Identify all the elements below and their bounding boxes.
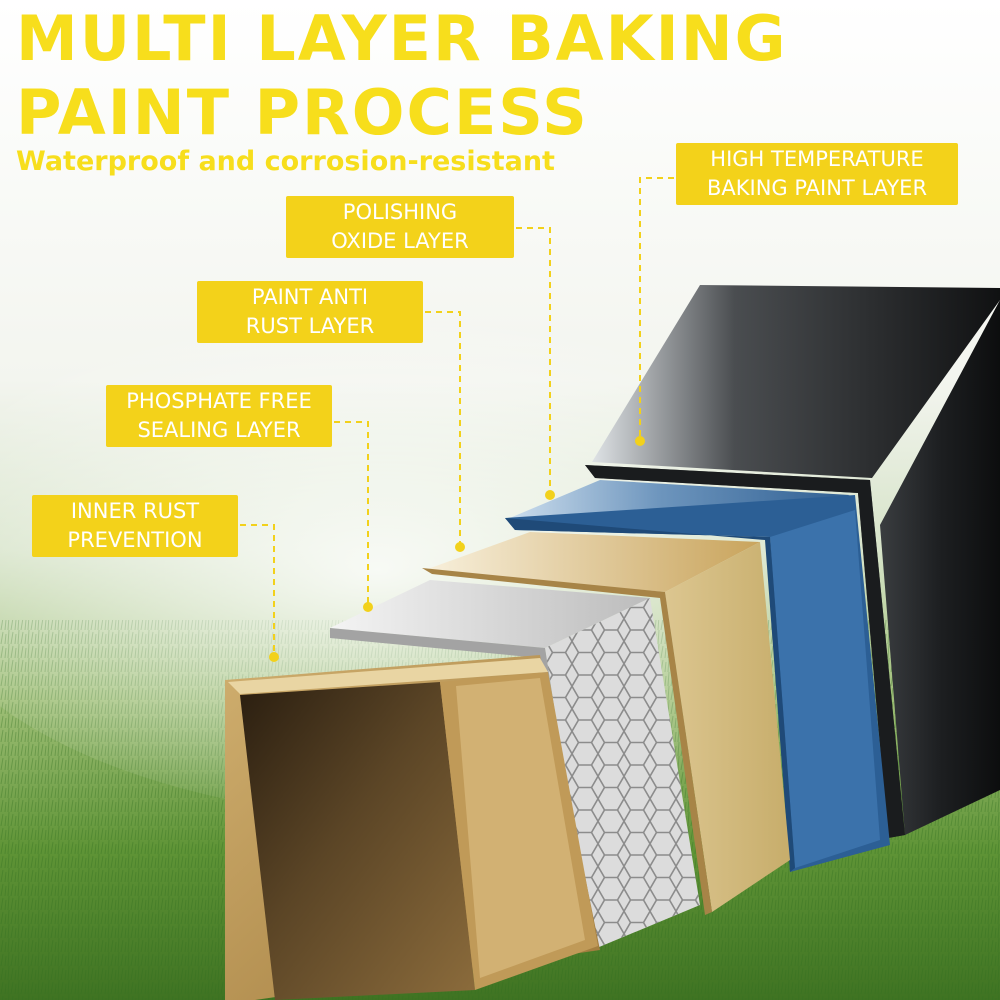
layer-honeycomb-sealing — [330, 580, 700, 952]
callout-line: PAINT ANTI — [251, 285, 369, 309]
callout-line: INNER RUST — [70, 499, 200, 523]
headline-line-1: MULTI LAYER BAKING — [16, 2, 788, 75]
leader-lines — [240, 177, 674, 656]
callout-line: SEALING LAYER — [137, 418, 301, 442]
subtitle: Waterproof and corrosion-resistant — [16, 146, 555, 177]
anchor-dot — [269, 652, 279, 662]
layer-black-paint — [585, 285, 1000, 838]
anchor-dot — [635, 436, 645, 446]
layer-bronze-inner — [225, 655, 600, 1000]
anchor-dot — [455, 542, 465, 552]
leader-anchors — [269, 436, 645, 662]
anchor-dot — [545, 490, 555, 500]
layer-blue-oxide — [505, 480, 890, 872]
layer-gold-paint — [422, 532, 790, 915]
callout-line: BAKING PAINT LAYER — [706, 176, 928, 200]
dashed-leader-line — [240, 524, 275, 656]
dashed-leader-line — [334, 421, 369, 606]
callout-line: PHOSPHATE FREE — [126, 389, 312, 413]
callout-line: RUST LAYER — [245, 314, 375, 338]
callout-line: OXIDE LAYER — [331, 229, 469, 253]
callout-polishing-oxide-layer: POLISHING OXIDE LAYER — [286, 196, 514, 258]
callout-line: PREVENTION — [67, 528, 203, 552]
callout-phosphate-free-sealing-layer: PHOSPHATE FREE SEALING LAYER — [106, 385, 332, 447]
callout-line: POLISHING — [342, 200, 458, 224]
callout-high-temperature-baking-paint-layer: HIGH TEMPERATURE BAKING PAINT LAYER — [676, 143, 958, 205]
hexagon-pattern-texture — [545, 598, 700, 950]
dashed-leader-line — [516, 227, 551, 494]
callout-line: HIGH TEMPERATURE — [710, 147, 924, 171]
callout-inner-rust-prevention: INNER RUST PREVENTION — [32, 495, 238, 557]
anchor-dot — [363, 602, 373, 612]
headline-line-2: PAINT PROCESS — [16, 76, 589, 149]
tube-opening — [240, 682, 475, 1000]
dashed-leader-line — [639, 177, 674, 440]
dashed-leader-line — [425, 311, 461, 546]
callout-paint-anti-rust-layer: PAINT ANTI RUST LAYER — [197, 281, 423, 343]
